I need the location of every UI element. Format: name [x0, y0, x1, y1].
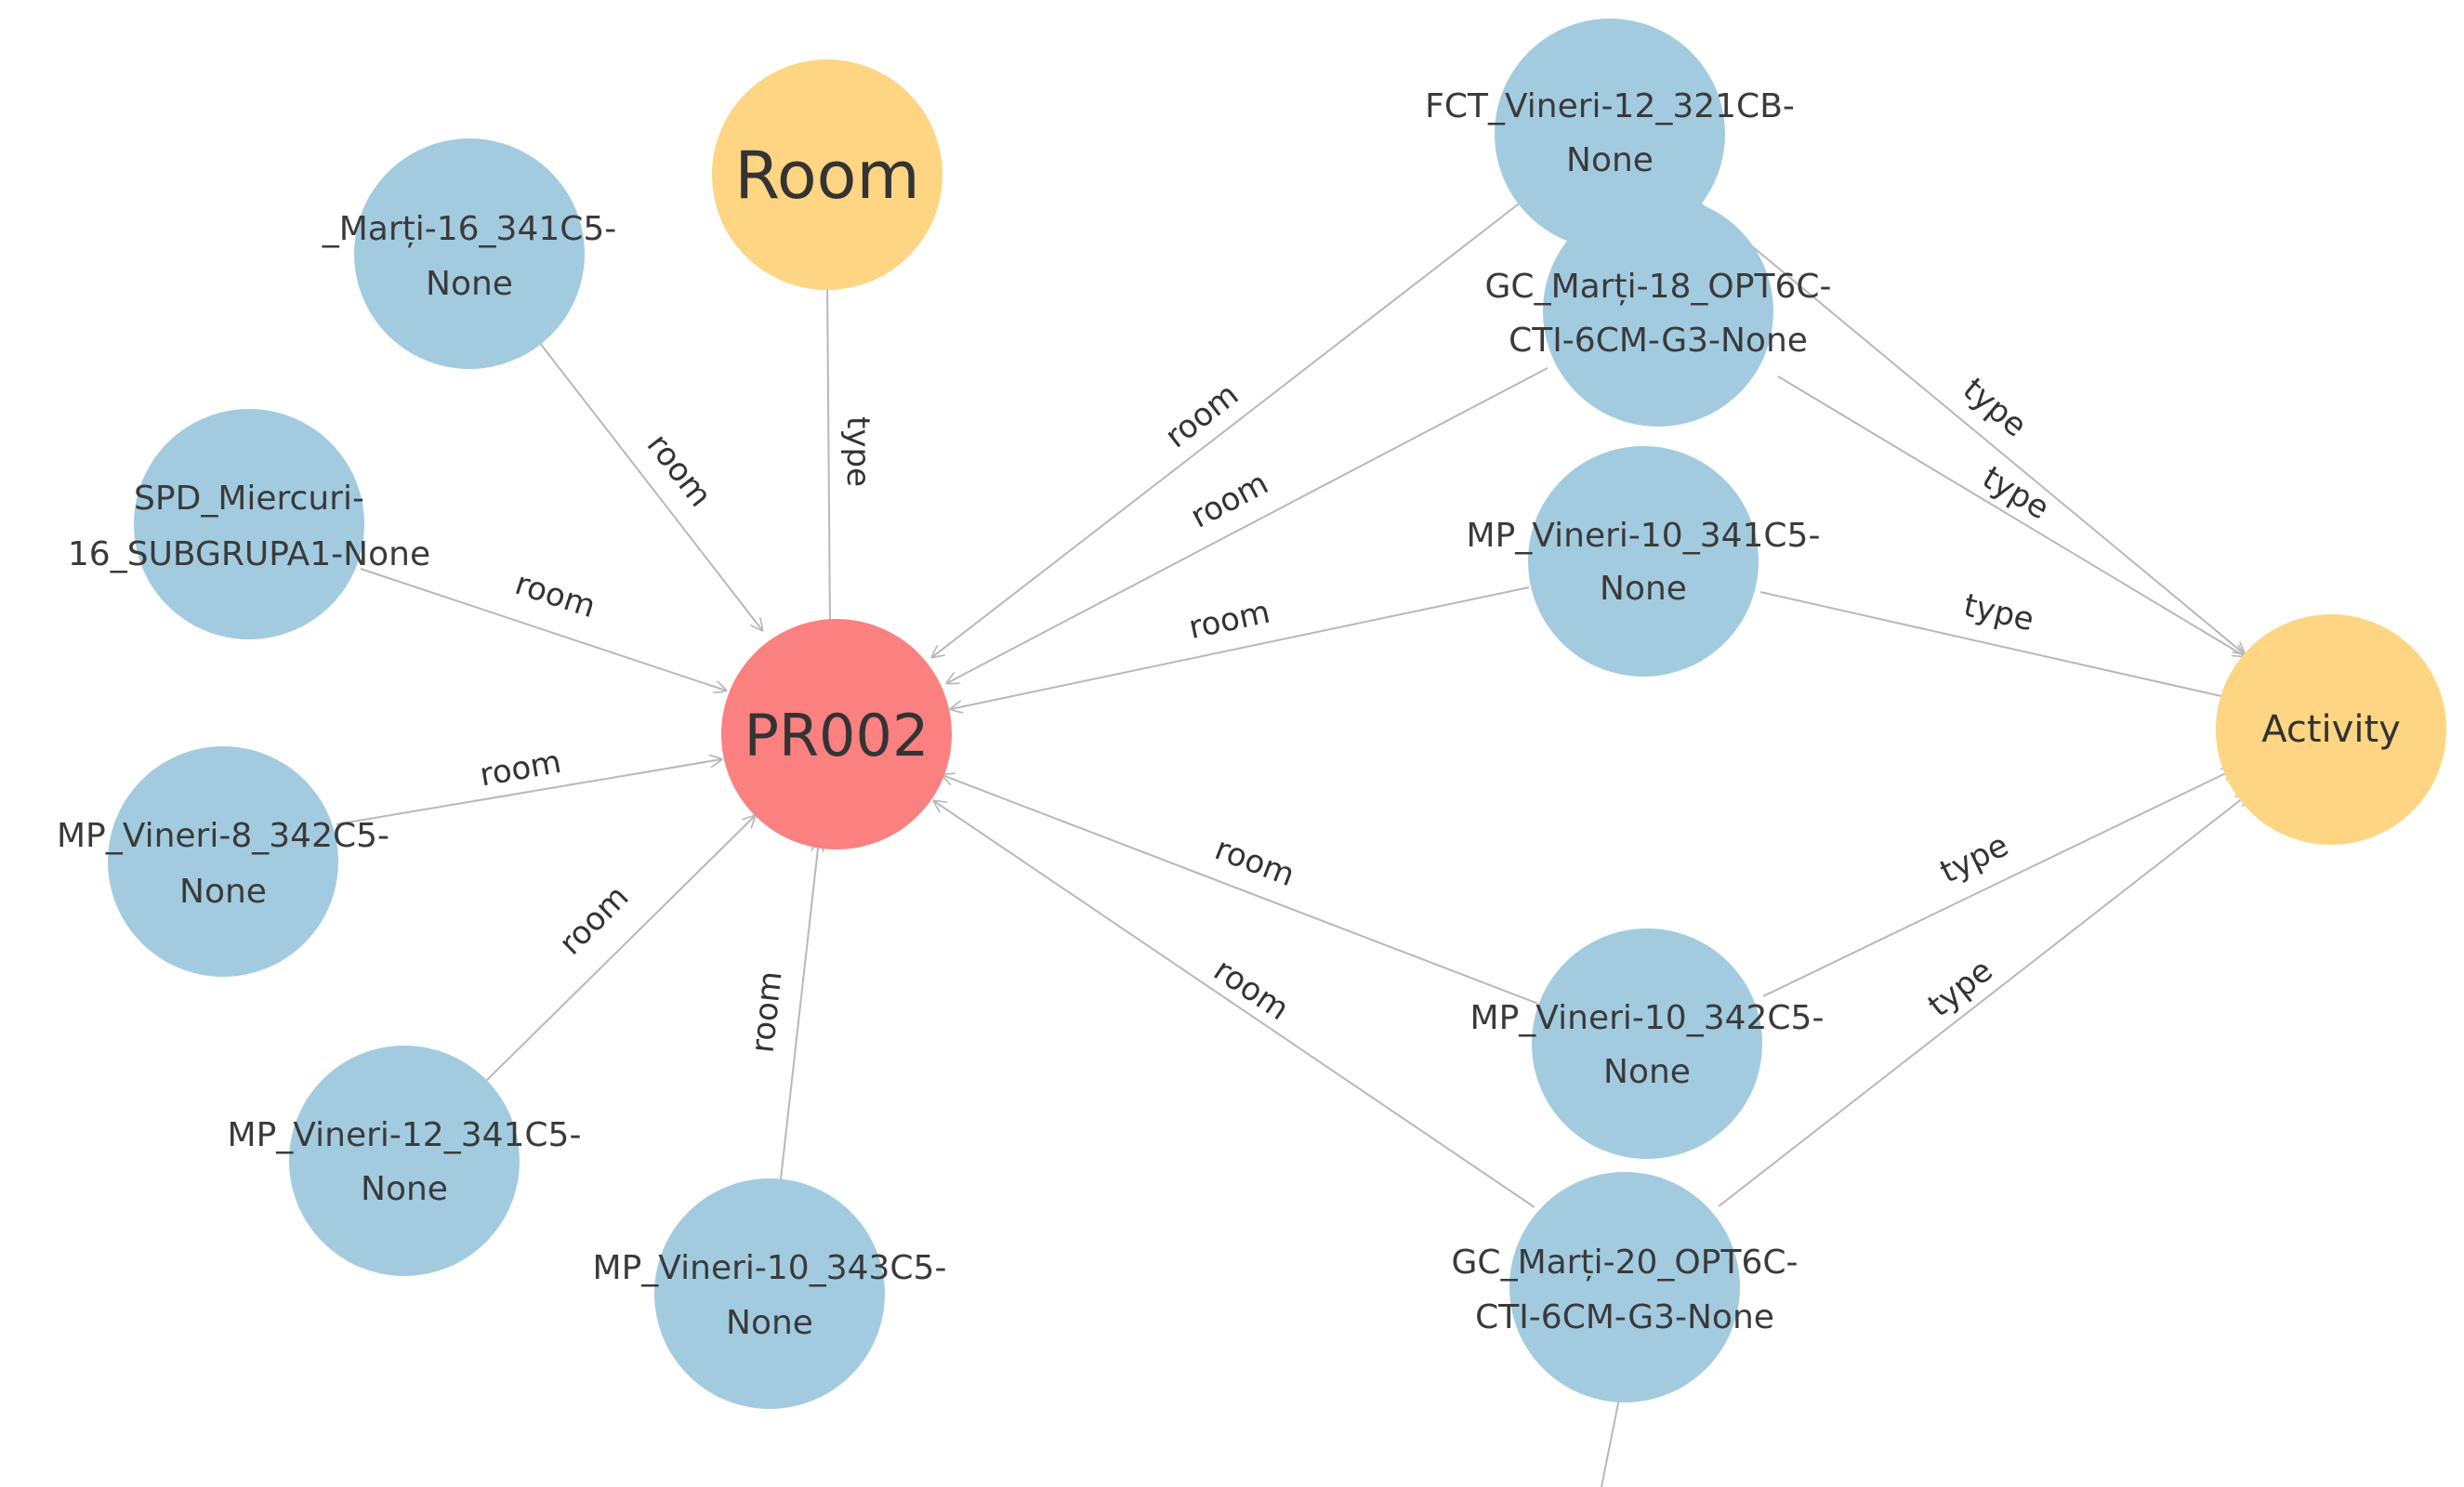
edges	[336, 201, 2247, 1487]
edge-label-mp10341: room	[1186, 594, 1273, 647]
node-label-line2: None	[1600, 570, 1687, 608]
node-gc20[interactable]: GC_Marți-20_OPT6C- CTI-6CM-G3-None	[1452, 1172, 1799, 1402]
edge-gc20-offscreen[interactable]	[1601, 1398, 1620, 1487]
edge-label-mp10342: room	[1210, 830, 1299, 894]
edge-label-gc20-type: type	[1921, 952, 1999, 1024]
node-circle[interactable]	[289, 1046, 520, 1276]
node-spd[interactable]: SPD_Miercuri- 16_SUBGRUPA1-None	[68, 409, 430, 639]
node-label-line1: GC_Marți-20_OPT6C-	[1452, 1244, 1799, 1282]
node-label-line1: SPD_Miercuri-	[134, 480, 364, 518]
node-label-line1: MP_Vineri-12_341C5-	[228, 1116, 582, 1154]
edge-labels: room room room room room type room room …	[477, 371, 2055, 1055]
edge-gc18-type-activity[interactable]	[1777, 375, 2245, 656]
node-circle[interactable]	[654, 1178, 885, 1409]
edge-mp12-room-pr002[interactable]	[485, 816, 755, 1082]
edge-label-mp12: room	[552, 878, 636, 962]
edge-label-fct: room	[1158, 375, 1245, 455]
edge-spd-room-pr002[interactable]	[360, 568, 726, 691]
edge-fct-room-pr002[interactable]	[932, 201, 1522, 657]
edge-label-gc18-type: type	[1976, 459, 2056, 527]
node-mp12[interactable]: MP_Vineri-12_341C5- None	[228, 1046, 582, 1276]
node-circle[interactable]	[1543, 196, 1773, 427]
node-marti16[interactable]: _Marți-16_341C5- None	[322, 138, 617, 369]
edge-gc20-room-pr002[interactable]	[934, 801, 1535, 1208]
node-label-line2: None	[1566, 141, 1654, 179]
edge-label-fct-type: type	[1956, 371, 2034, 444]
node-label-line1: GC_Marți-18_OPT6C-	[1485, 268, 1832, 306]
edge-mp10342-room-pr002[interactable]	[942, 775, 1539, 1005]
edge-label-pr002-type: type	[839, 416, 876, 487]
node-circle[interactable]	[1509, 1172, 1740, 1402]
node-circle[interactable]	[354, 138, 585, 369]
node-pr002-focus[interactable]: PR002	[721, 619, 952, 849]
node-label-line1: MP_Vineri-10_342C5-	[1470, 999, 1825, 1037]
node-mp10-341[interactable]: MP_Vineri-10_341C5- None	[1467, 446, 1821, 677]
edge-mp10341-room-pr002[interactable]	[951, 586, 1530, 709]
node-fct[interactable]: FCT_Vineri-12_321CB- None	[1425, 19, 1795, 249]
node-gc18[interactable]: GC_Marți-18_OPT6C- CTI-6CM-G3-None	[1485, 196, 1832, 427]
edge-gc20-type-activity[interactable]	[1718, 795, 2247, 1207]
node-label-line2: 16_SUBGRUPA1-None	[68, 535, 430, 573]
node-label-line2: None	[361, 1170, 448, 1208]
node-activity-class[interactable]: Activity	[2216, 614, 2446, 845]
node-circle[interactable]	[108, 746, 338, 977]
edge-mp8-room-pr002[interactable]	[336, 759, 721, 825]
edge-mp10342-type-activity[interactable]	[1762, 770, 2233, 997]
node-label-line2: CTI-6CM-G3-None	[1475, 1298, 1774, 1336]
edge-label-mp8: room	[477, 744, 564, 795]
node-mp10-343[interactable]: MP_Vineri-10_343C5- None	[593, 1178, 947, 1409]
node-label-line1: FCT_Vineri-12_321CB-	[1425, 87, 1795, 125]
node-label-line2: CTI-6CM-G3-None	[1509, 322, 1808, 360]
node-circle[interactable]	[1495, 19, 1725, 249]
node-label-activity: Activity	[2261, 708, 2401, 751]
edge-gc18-room-pr002[interactable]	[947, 367, 1548, 683]
node-circle[interactable]	[134, 409, 364, 639]
node-mp8[interactable]: MP_Vineri-8_342C5- None	[57, 746, 389, 977]
edge-label-mp10341-type: type	[1960, 586, 2037, 638]
edge-mp10341-type-activity[interactable]	[1759, 591, 2233, 699]
node-circle[interactable]	[2216, 614, 2446, 845]
node-label-line1: MP_Vineri-10_343C5-	[593, 1249, 947, 1287]
edge-label-gc18: room	[1185, 465, 1274, 536]
node-label-line2: None	[179, 873, 267, 911]
node-label-room: Room	[734, 138, 919, 214]
node-room-class[interactable]: Room	[712, 59, 942, 290]
edge-label-mp10343: room	[744, 969, 790, 1055]
edge-label-spd: room	[510, 565, 600, 625]
node-circle[interactable]	[1532, 928, 1762, 1159]
node-label-pr002: PR002	[744, 702, 929, 770]
node-label-line2: None	[426, 265, 513, 303]
node-circle[interactable]	[721, 619, 952, 849]
node-circle[interactable]	[712, 59, 942, 290]
edge-label-marti16: room	[639, 427, 719, 514]
node-label-line1: MP_Vineri-10_341C5-	[1467, 517, 1821, 555]
node-label-line2: None	[1603, 1053, 1691, 1091]
node-mp10-342[interactable]: MP_Vineri-10_342C5- None	[1470, 928, 1825, 1159]
node-label-line1: _Marți-16_341C5-	[322, 210, 617, 248]
nodes: Room Activity _Marți-16_341C5- None SPD_…	[57, 19, 2446, 1409]
edge-pr002-type-room[interactable]	[827, 279, 830, 626]
edge-marti16-room-pr002[interactable]	[538, 341, 762, 630]
edge-mp10343-room-pr002[interactable]	[779, 840, 819, 1189]
edge-fct-type-activity[interactable]	[1697, 201, 2245, 654]
node-label-line2: None	[726, 1304, 813, 1342]
node-label-line1: MP_Vineri-8_342C5-	[57, 817, 389, 855]
node-circle[interactable]	[1528, 446, 1759, 677]
